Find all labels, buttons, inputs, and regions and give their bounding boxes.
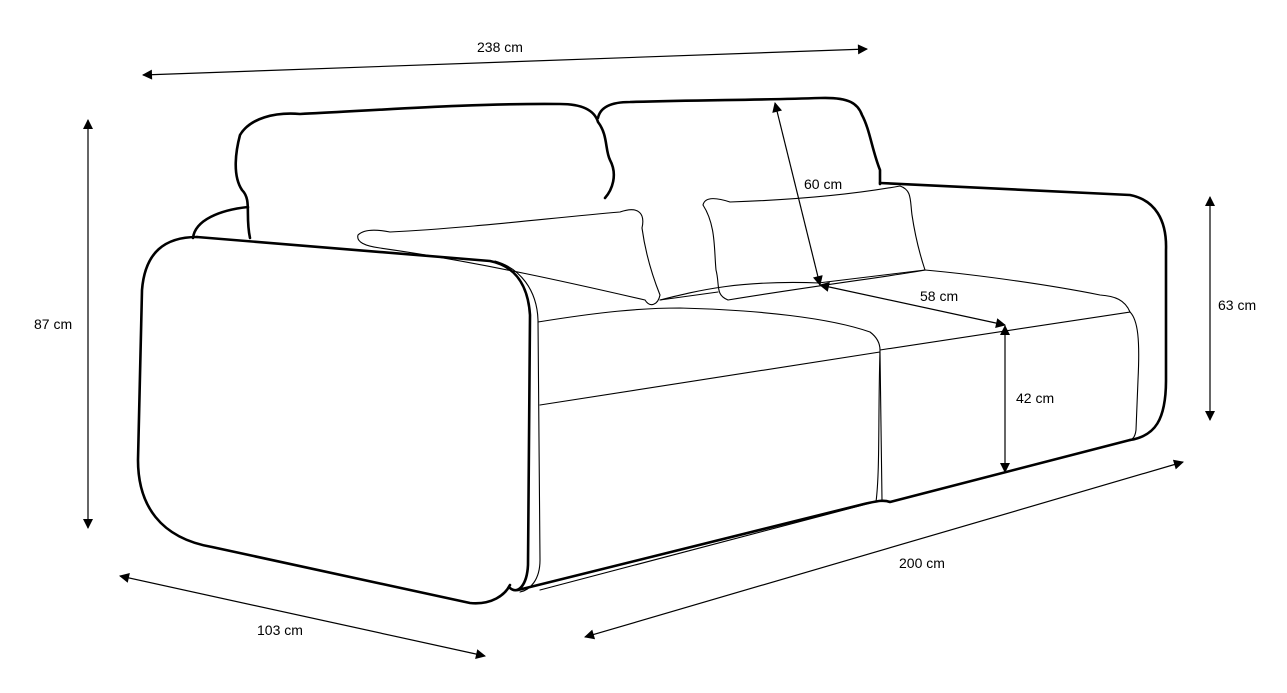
left-arm-back [191,205,250,240]
back-cushion-right [596,96,882,186]
dim-arrow-seat-depth [819,282,1006,328]
left-armrest [136,235,512,605]
dim-arrow-total-depth [119,573,486,659]
dim-arrow-seat-width [584,459,1184,640]
seat-divider [875,349,881,503]
left-arm-top [195,235,532,592]
label-armrest-height: 63 cm [1218,297,1257,313]
seat-left-top [537,307,881,351]
label-total-height: 87 cm [34,316,73,332]
label-total-width: 238 cm [477,39,523,55]
seat-right-side [1127,311,1140,441]
label-seat-height: 42 cm [1016,390,1055,406]
back-cushion-seam [659,281,821,301]
label-seat-depth: 58 cm [920,288,959,304]
dim-arrow-total-width [142,44,868,80]
seat-right-top [659,269,1131,351]
seat-left-front [539,351,883,591]
dim-arrow-backrest-height [772,102,823,286]
back-cushion-left [234,102,616,240]
left-arm-inner [494,260,541,593]
pillow-right [702,185,926,301]
label-total-depth: 103 cm [257,622,303,638]
label-backrest-height: 60 cm [804,176,843,192]
right-armrest [878,181,1168,442]
pillow-left [357,209,661,306]
label-seat-width: 200 cm [899,555,945,571]
